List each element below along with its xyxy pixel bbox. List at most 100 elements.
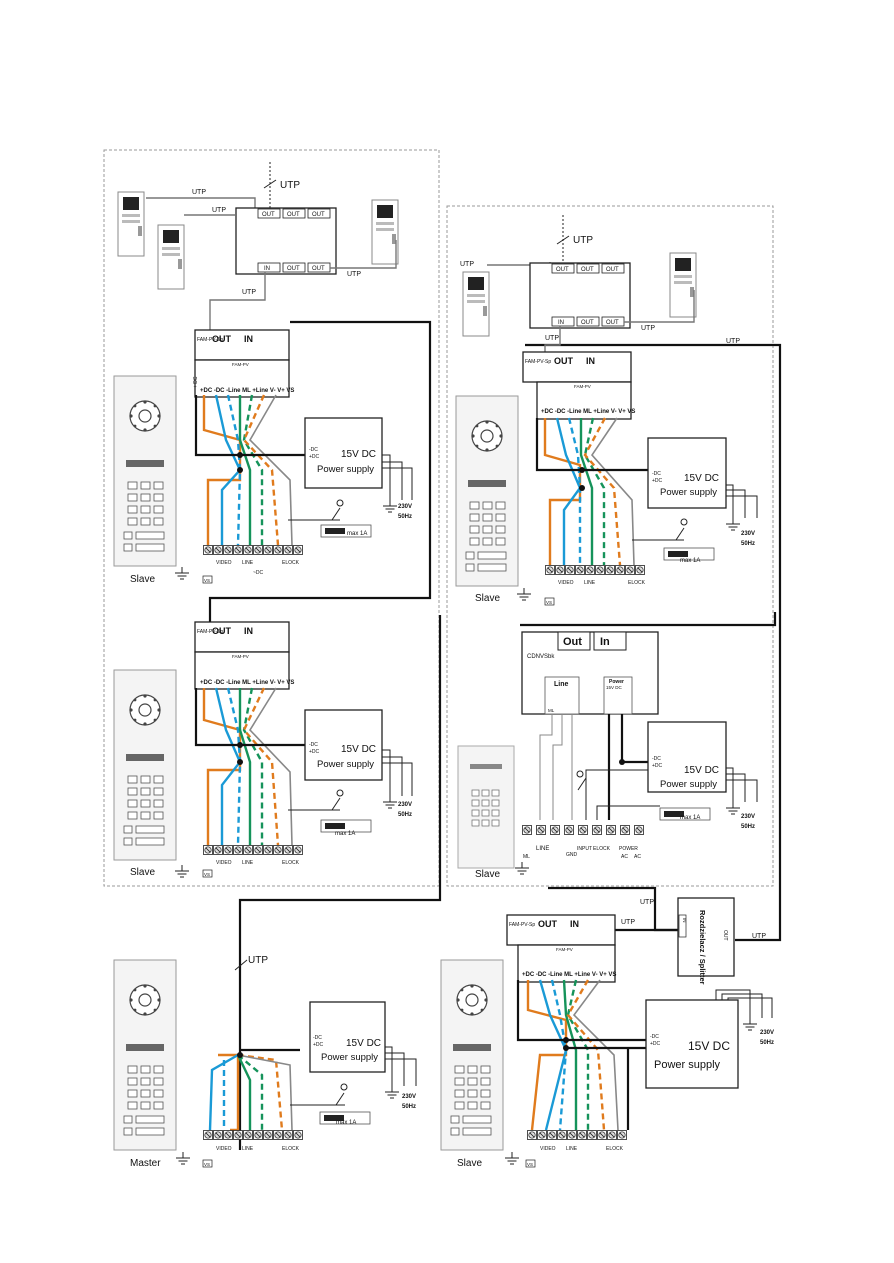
svg-text:50Hz: 50Hz [741,824,755,830]
svg-text:-DC: -DC [309,742,318,748]
svg-text:ELOCK: ELOCK [593,846,611,852]
svg-text:ML: ML [523,854,530,860]
svg-text:Power supply: Power supply [660,779,717,790]
svg-text:AC: AC [621,854,628,860]
utp-label: UTP [192,189,206,196]
svg-text:50Hz: 50Hz [398,812,412,818]
distributor-ports-top: OUT OUT OUT [257,208,331,219]
utp-label: UTP [460,261,474,268]
utp-label: UTP [248,955,268,966]
fam-module [506,914,616,946]
power-supply-box [309,1001,386,1073]
svg-text:VS: VS [546,600,552,605]
svg-text:ELOCK: ELOCK [628,580,646,586]
right-top-group: UTP UTP OUT OUT OUT IN OUT OUT UTP UTP U… [455,215,758,606]
fam-module [194,329,290,361]
svg-text:15V DC: 15V DC [684,765,719,776]
monitor-icon [157,224,185,290]
svg-text:15V DC: 15V DC [346,1038,381,1049]
fam-pin-header [517,944,616,983]
svg-text:230V: 230V [741,814,755,820]
svg-text:LINE: LINE [584,580,596,586]
svg-text:FAM-PV-Sp: FAM-PV-Sp [197,337,223,343]
svg-text:Rozdzielacz / Splitter: Rozdzielacz / Splitter [698,910,707,985]
svg-text:+DC: +DC [309,749,320,755]
svg-text:OUT: OUT [262,212,275,218]
utp-cdnvs-link [520,612,777,627]
svg-text:15V DC: 15V DC [688,1039,730,1053]
svg-text:+DC -DC -Line ML +Line V- V+: +DC -DC -Line ML +Line V- V+ VS [200,388,294,394]
utp-label: UTP [212,207,226,214]
svg-text:IN: IN [586,356,595,366]
svg-text:15V DC: 15V DC [684,473,719,484]
utp-label: UTP [621,919,635,926]
fam-pin-header [194,359,290,398]
svg-text:max 1A: max 1A [347,531,367,537]
svg-text:+DC: +DC [652,478,663,484]
svg-text:+DC -DC -Line ML +Line V- V+: +DC -DC -Line ML +Line V- V+ VS [541,409,635,415]
svg-text:Power supply: Power supply [321,1052,378,1063]
svg-text:OUT: OUT [212,626,232,636]
svg-text:AC: AC [634,854,641,860]
svg-text:-DC: -DC [652,471,661,477]
svg-text:230V: 230V [402,1094,416,1100]
svg-text:ML: ML [548,708,555,713]
group-frame-right [446,205,774,887]
svg-text:Power supply: Power supply [317,464,374,475]
monitor-icon [669,252,697,318]
svg-text:VIDEO: VIDEO [216,560,232,566]
svg-text:VS: VS [204,872,210,877]
utp-label: UTP [573,235,593,246]
svg-text:50Hz: 50Hz [402,1104,416,1110]
svg-text:VIDEO: VIDEO [558,580,574,586]
utp-label: UTP [641,325,655,332]
svg-text:OUT: OUT [312,266,325,272]
svg-text:VS: VS [204,578,210,583]
panel-label: Slave [475,869,500,880]
svg-text:CDNVSbk: CDNVSbk [527,654,555,660]
svg-text:OUT: OUT [312,212,325,218]
svg-text:50Hz: 50Hz [760,1040,774,1046]
bottom-master-group: UTP VIDEO LINE ELOCK VS -DC +DC 15V DC P… [113,955,417,1169]
svg-text:Out: Out [563,636,582,648]
power-supply-box [304,417,383,489]
svg-text:FAM-PV-Sp: FAM-PV-Sp [509,922,535,928]
fam-pin-header [536,381,632,420]
terminal-strip [203,1130,303,1140]
svg-text:ELOCK: ELOCK [282,560,300,566]
svg-text:+DC: +DC [309,454,320,460]
svg-text:50Hz: 50Hz [741,541,755,547]
svg-text:OUT: OUT [287,212,300,218]
door-panel-icon [113,375,177,567]
svg-text:POWER: POWER [619,846,638,852]
svg-text:+DC -DC -Line ML +Line V- V+: +DC -DC -Line ML +Line V- V+ VS [200,680,294,686]
svg-text:15V DC: 15V DC [606,685,623,690]
splitter: Rozdzielacz / Splitter IN OUT UTP UTP UT… [621,897,766,985]
panel-label: Slave [130,867,155,878]
svg-text:230V: 230V [741,531,755,537]
power-supply-box [645,999,739,1089]
svg-text:IN: IN [244,626,253,636]
svg-text:LINE: LINE [242,860,254,866]
cdnvs-line-block [544,676,580,715]
fam-module [522,351,632,383]
svg-text:LINE: LINE [242,560,254,566]
svg-text:OUT: OUT [554,356,574,366]
svg-text:+DC: +DC [652,763,663,769]
svg-text:FAM-PV-Sp: FAM-PV-Sp [525,359,551,365]
svg-text:LINE: LINE [536,846,549,852]
svg-text:OUT: OUT [606,320,619,326]
utp-label: UTP [640,899,654,906]
svg-text:FAM-PV-Sp: FAM-PV-Sp [197,629,223,635]
svg-text:FAM-PV: FAM-PV [574,384,591,389]
svg-text:Power supply: Power supply [654,1059,721,1071]
svg-text:IN: IN [682,918,687,923]
svg-text:+ DC: + DC [193,376,199,388]
panel-label: Slave [130,574,155,585]
svg-text:ELOCK: ELOCK [282,860,300,866]
svg-text:-DC: -DC [309,447,318,453]
svg-text:OUT: OUT [581,320,594,326]
svg-text:Power supply: Power supply [660,487,717,498]
svg-text:Power: Power [609,679,624,685]
